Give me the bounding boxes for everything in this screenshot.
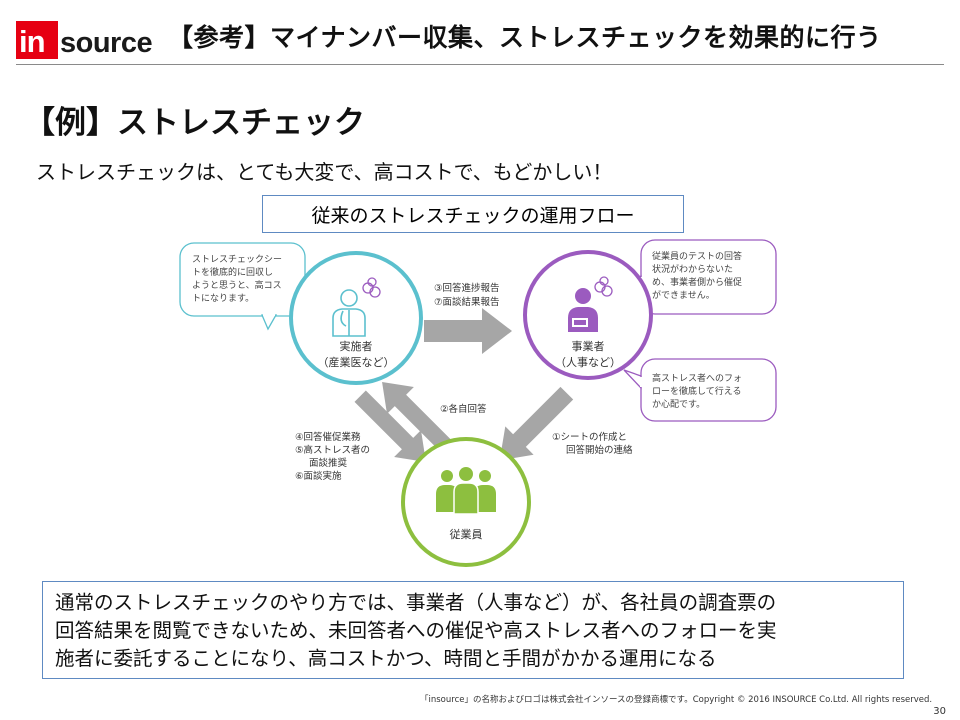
page-number: 30 — [933, 706, 946, 717]
svg-text:source: source — [60, 27, 152, 59]
svg-text:高ストレス者へのフォ ローを徹底して行える: 高ストレス者へのフォ ローを徹底して行える か心配です。 — [652, 372, 745, 410]
bubble-implementer-line: トになります。 — [192, 293, 254, 304]
copyright-notice: 「insource」の名称およびロゴは株式会社インソースの登録商標です。Copy… — [420, 695, 933, 705]
bubble-employer-line: か心配です。 — [652, 399, 705, 410]
summary-box: 通常のストレスチェックのやり方では、事業者（人事など）が、各社員の調査票の 回答… — [42, 581, 904, 679]
label-report-flow: ③回答進捗報告 ⑦面談結果報告 — [434, 282, 503, 308]
flow-title-box: 従来のストレスチェックの運用フロー — [262, 195, 684, 233]
arrow-implementer-to-employer — [424, 308, 512, 354]
svg-text:ストレスチェックシー トを徹底的に回収し: ストレスチェックシー トを徹底的に回収し ようと思うと、高コス トになります。 — [192, 254, 285, 304]
slide-title: 【参考】マイナンバー収集、ストレスチェックを効果的に行う — [168, 23, 882, 52]
employees-group-icon — [436, 467, 496, 515]
bubble-implementer-line: ストレスチェックシー — [192, 254, 282, 265]
implementer-node: 実施者 （産業医など） — [289, 251, 423, 385]
bubble-employer-line: ローを徹底して行える — [652, 385, 741, 397]
bubble-employer-line: 状況がわからないた — [652, 263, 733, 275]
bubble-implementer: ストレスチェックシー トを徹底的に回収し ようと思うと、高コス トになります。 — [179, 242, 306, 331]
svg-text:in: in — [19, 24, 45, 59]
employee-label: 従業員 — [450, 528, 483, 541]
arrow-employee-to-implementer — [382, 382, 454, 454]
thought-cloud-icon — [362, 277, 381, 298]
summary-line: 回答結果を閲覧できないため、未回答者への催促や高ストレス者へのフォローを実 — [55, 619, 777, 642]
bubble-employer-line: 従業員のテストの回答 — [652, 250, 742, 262]
flow-title: 従来のストレスチェックの運用フロー — [311, 204, 635, 227]
summary-line: 通常のストレスチェックのやり方では、事業者（人事など）が、各社員の調査票の — [55, 591, 777, 614]
title-divider — [16, 64, 944, 65]
hr-person-icon — [568, 288, 598, 332]
employer-sublabel: （人事など） — [555, 356, 621, 369]
implementer-sublabel: （産業医など） — [318, 356, 395, 369]
arrow-implementer-to-employee — [354, 390, 426, 462]
employee-node: 従業員 — [401, 437, 531, 567]
bubble-implementer-line: トを徹底的に回収し — [192, 266, 273, 278]
bubble-implementer-line: ようと思うと、高コス — [192, 279, 282, 291]
thought-cloud-icon — [594, 276, 613, 297]
stress-check-flow-diagram: ストレスチェックシー トを徹底的に回収し ようと思うと、高コス トになります。 … — [179, 239, 777, 567]
bubble-employer-line: め、事業者側から催促 — [652, 276, 742, 288]
employer-label: 事業者 — [572, 340, 605, 353]
section-heading: 【例】ストレスチェック — [24, 105, 365, 141]
label-implementer-tasks: ④回答催促業務 ⑤高ストレス者の 面談推奨 ⑥面談実施 — [295, 431, 373, 482]
summary-line: 施者に委託することになり、高コストかつ、時間と手間がかかる運用になる — [55, 647, 717, 670]
subtitle: ストレスチェックは、とても大変で、高コストで、もどかしい！ — [36, 160, 613, 184]
label-employer-tasks: ①シートの作成と 回答開始の連絡 — [552, 431, 633, 456]
bubble-employer-concern-2: 高ストレス者へのフォ ローを徹底して行える か心配です。 — [623, 358, 777, 422]
bubble-employer-line: 高ストレス者へのフォ — [652, 372, 742, 384]
employer-node: 事業者 （人事など） — [523, 250, 653, 380]
label-response-flow: ②各自回答 — [440, 403, 487, 415]
insource-logo: in source — [16, 21, 153, 59]
arrow-employer-to-employee — [499, 386, 574, 461]
svg-text:従業員のテストの回答 状況がわからないた: 従業員のテストの回答 状況がわからないた め、事業者側から催促 ができません。 — [652, 250, 745, 301]
bubble-employer-line: ができません。 — [652, 289, 715, 301]
doctor-icon — [332, 289, 366, 337]
implementer-label: 実施者 — [340, 339, 373, 353]
